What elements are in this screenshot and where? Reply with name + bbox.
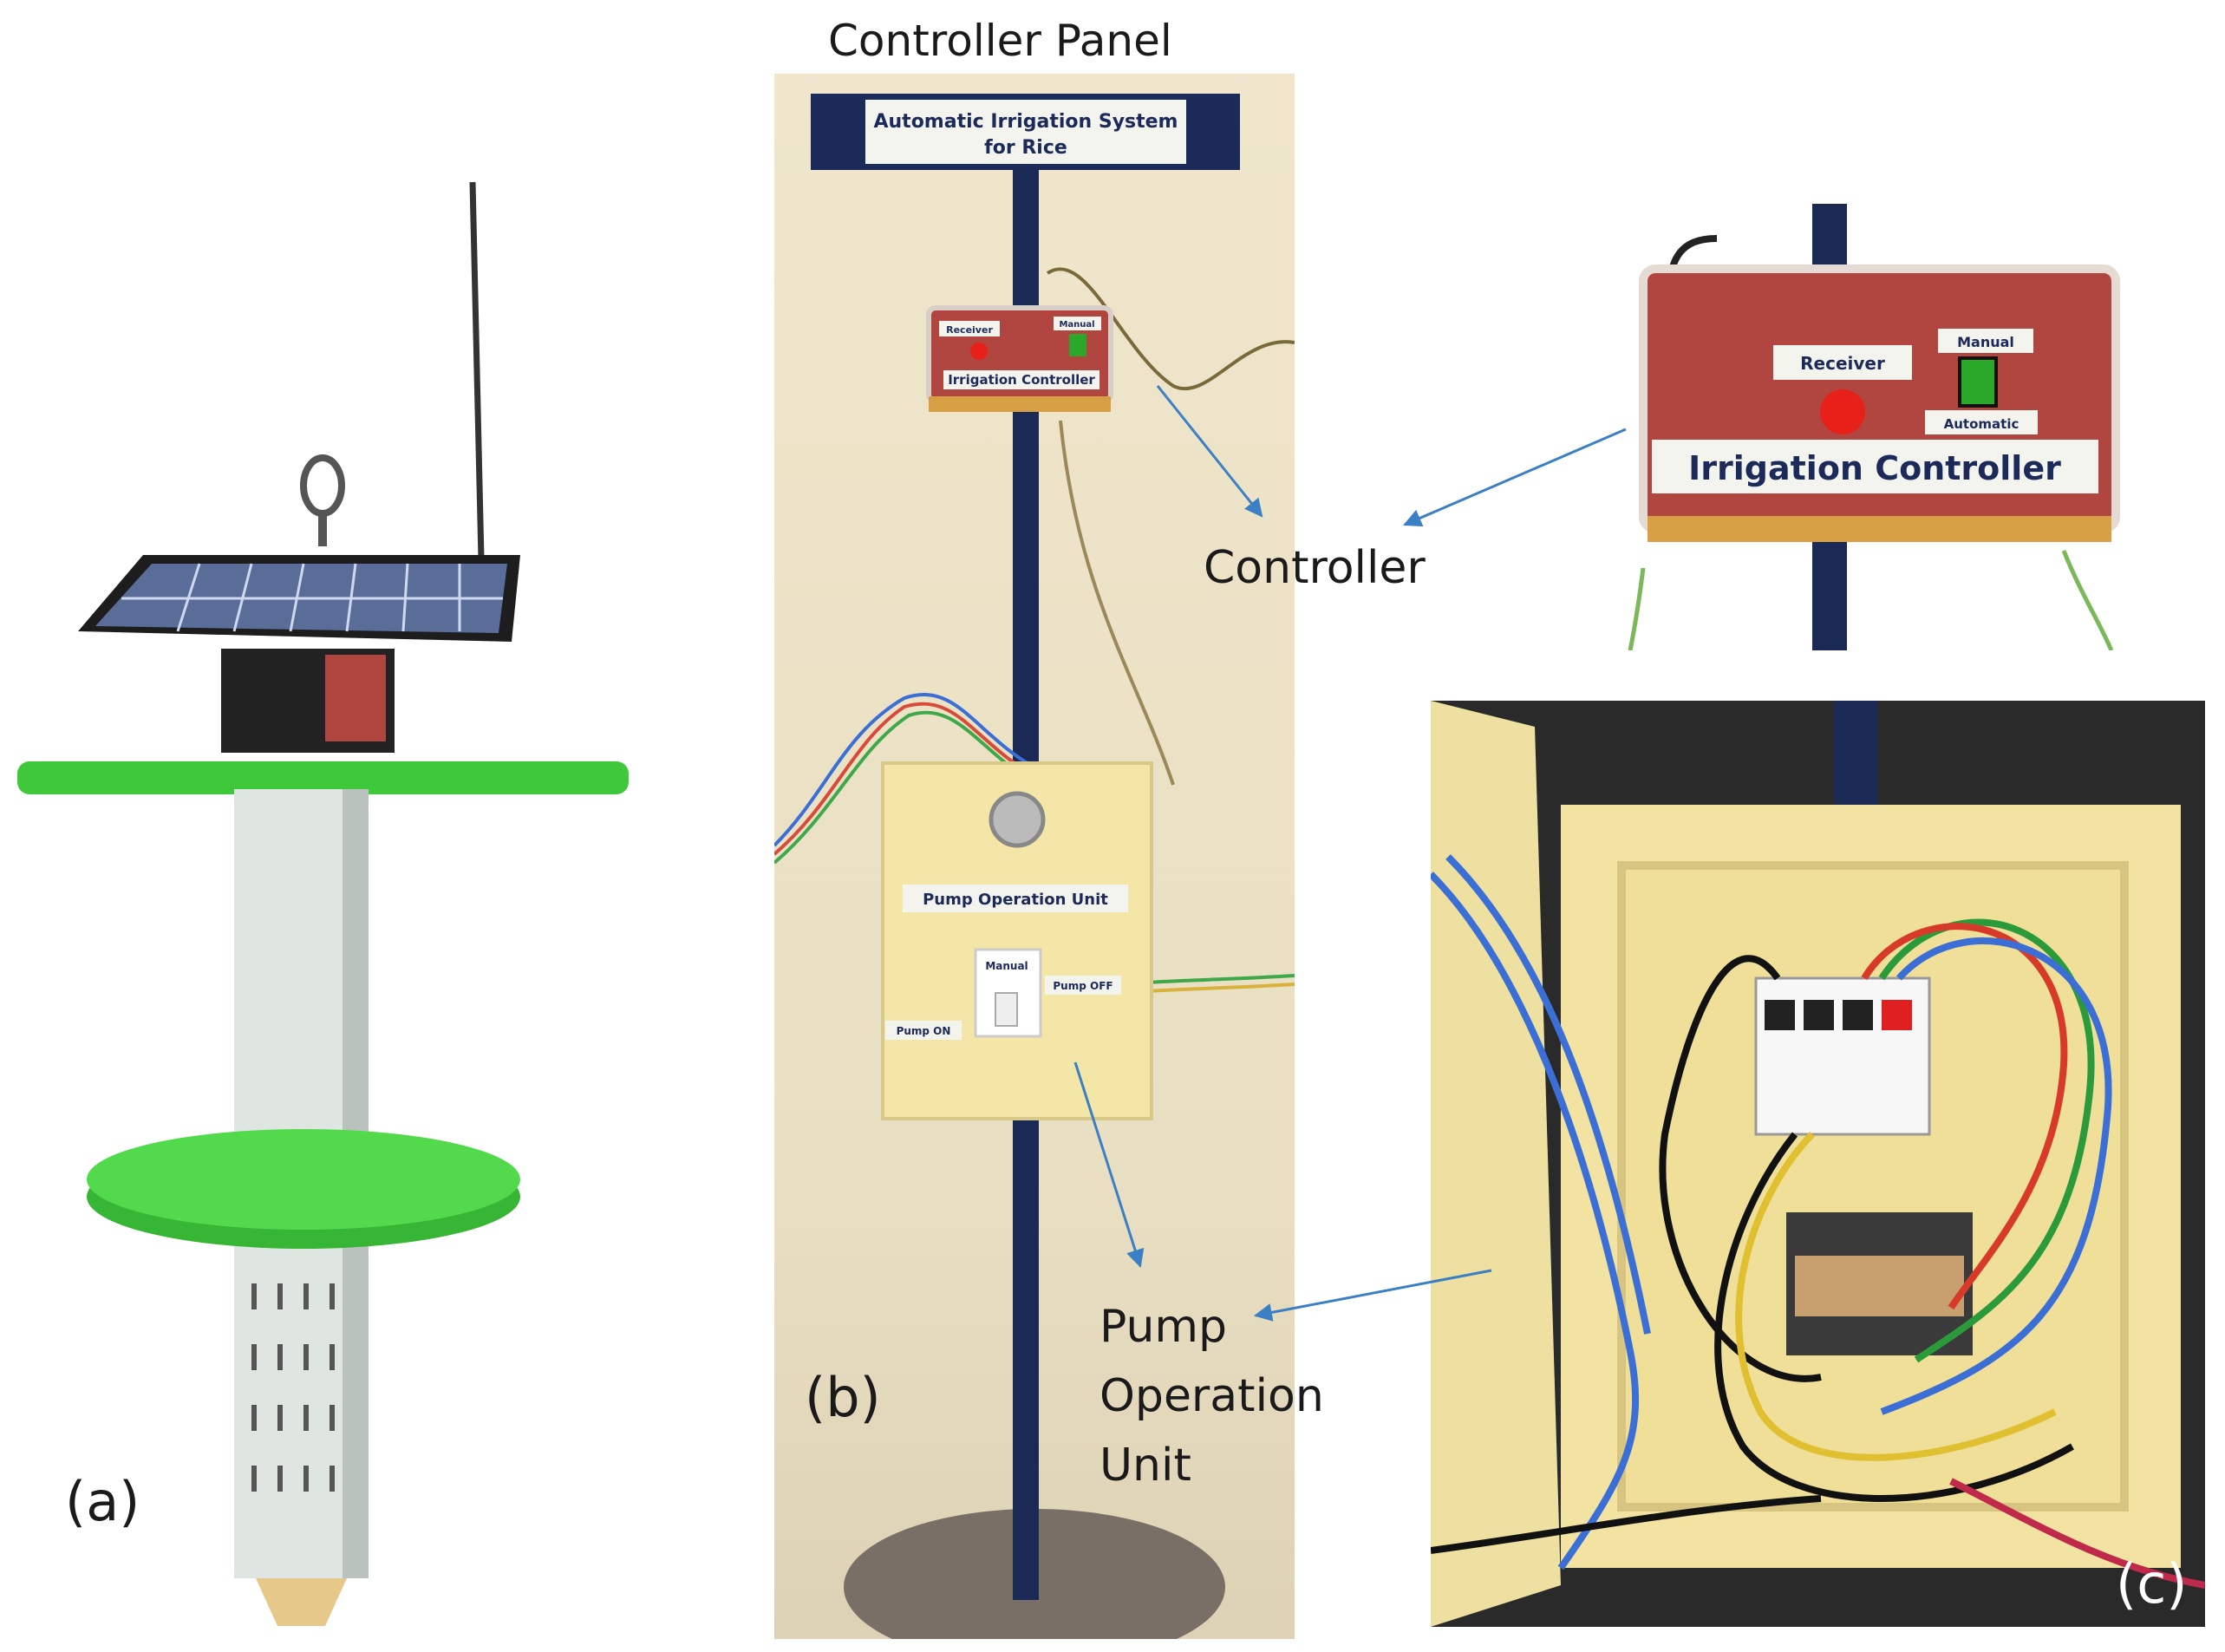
- panel-label-b: (b): [805, 1366, 881, 1429]
- switch-pump-off-label: Pump OFF: [1053, 980, 1112, 992]
- panel-b-controller-stand: Automatic Irrigation System for Rice Rec…: [774, 74, 1295, 1639]
- switch-pump-on-label: Pump ON: [897, 1025, 951, 1037]
- green-crossbar: [17, 761, 629, 794]
- solar-panel: [78, 555, 520, 642]
- pump-operation-unit-box: Pump Operation Unit Manual Pump OFF Pump…: [881, 761, 1153, 1120]
- sign-line1: Automatic Irrigation System: [873, 111, 1178, 133]
- pump-toggle-switch: [995, 992, 1018, 1027]
- sensor-device-illustration: [17, 181, 629, 1626]
- controller-led: [970, 343, 988, 360]
- controller-annotation: Controller: [1204, 542, 1426, 594]
- zoom-switch: [1958, 356, 1998, 408]
- antenna: [469, 181, 485, 560]
- zoom-controller-box: Receiver Manual Automatic Irrigation Con…: [1639, 264, 2120, 542]
- zoom-manual-label: Manual: [1957, 334, 2014, 350]
- pump-knob: [989, 791, 1046, 848]
- contactor-relay: [1786, 1212, 1973, 1355]
- pump-operation-unit-annotation: Pump Operation Unit: [1099, 1301, 1324, 1492]
- arrow-pump-left: [1073, 1061, 1145, 1269]
- controller-stand-illustration: Automatic Irrigation System for Rice Rec…: [774, 94, 1295, 1639]
- zoom-receiver-label: Receiver: [1800, 353, 1885, 374]
- panel-label-a: (a): [65, 1470, 140, 1533]
- panel-label-c: (c): [2116, 1552, 2188, 1616]
- controller-switch: [1069, 334, 1086, 356]
- pump-internals-illustration: [1431, 701, 2205, 1627]
- controller-manual-label: Manual: [1059, 320, 1094, 330]
- controller-box-label: Irrigation Controller: [948, 372, 1095, 388]
- figure-title: Controller Panel: [828, 16, 1172, 66]
- arrow-pump-right: [1253, 1269, 1492, 1322]
- panel-c-controller-zoom: Receiver Manual Automatic Irrigation Con…: [1613, 204, 2155, 650]
- switch-manual-label: Manual: [985, 960, 1028, 972]
- wires: [774, 267, 1295, 995]
- controller-zoom-illustration: Receiver Manual Automatic Irrigation Con…: [1628, 204, 2120, 650]
- panel-a-sensor-device: [0, 130, 676, 1648]
- controller-box: Receiver Manual Irrigation Controller: [926, 305, 1113, 412]
- controller-receiver-label: Receiver: [946, 324, 993, 336]
- pipe-perforations: [251, 1283, 335, 1492]
- arrow-controller-left: [1156, 385, 1263, 518]
- pipe-tip: [256, 1578, 347, 1626]
- zoom-automatic-label: Automatic: [1944, 416, 2019, 432]
- internal-wiring: [1431, 854, 2205, 1589]
- zoom-led: [1820, 389, 1865, 434]
- arrow-controller-right: [1403, 428, 1627, 527]
- zoom-controller-label: Irrigation Controller: [1688, 449, 2061, 487]
- panel-c-pump-unit-internals: [1431, 701, 2205, 1627]
- sign-line2: for Rice: [984, 137, 1067, 159]
- circuit-breakers: [1754, 976, 1931, 1136]
- pump-unit-label: Pump Operation Unit: [923, 891, 1108, 909]
- enclosure-door: [1431, 701, 1561, 1627]
